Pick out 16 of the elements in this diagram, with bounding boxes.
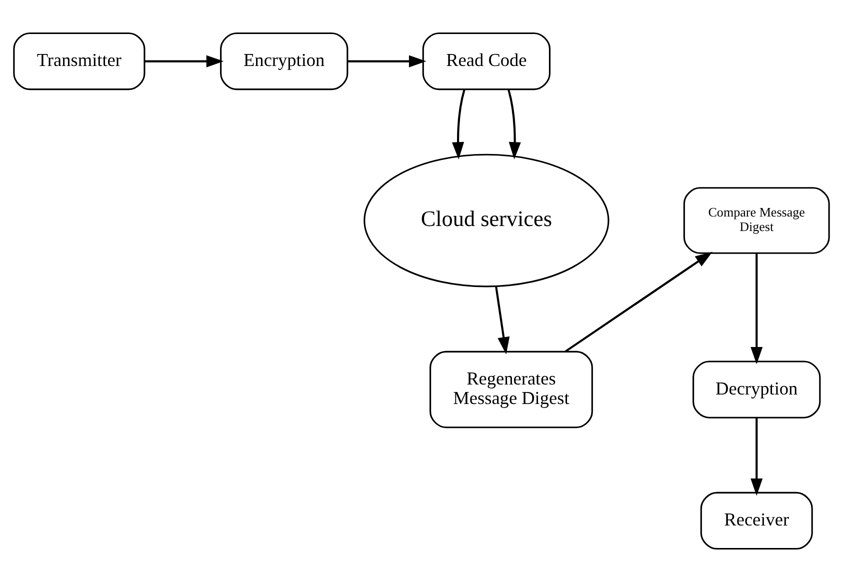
node-box: Transmitter bbox=[13, 32, 146, 90]
node-box: Compare Message Digest bbox=[683, 187, 830, 254]
node-box: Regenerates Message Digest bbox=[430, 350, 593, 428]
arrow bbox=[750, 254, 763, 364]
arrow bbox=[564, 252, 712, 352]
node-box: Encryption bbox=[220, 32, 348, 90]
arrow bbox=[495, 286, 510, 354]
node-box: Receiver bbox=[700, 492, 813, 550]
node-ellipse: Cloud services bbox=[364, 154, 610, 288]
arrow bbox=[144, 55, 224, 68]
node-box: Decryption bbox=[692, 360, 821, 418]
arrow bbox=[348, 55, 426, 68]
node-box: Read Code bbox=[422, 32, 551, 90]
arrow bbox=[507, 89, 521, 160]
arrow bbox=[750, 418, 763, 496]
arrow bbox=[452, 89, 466, 160]
